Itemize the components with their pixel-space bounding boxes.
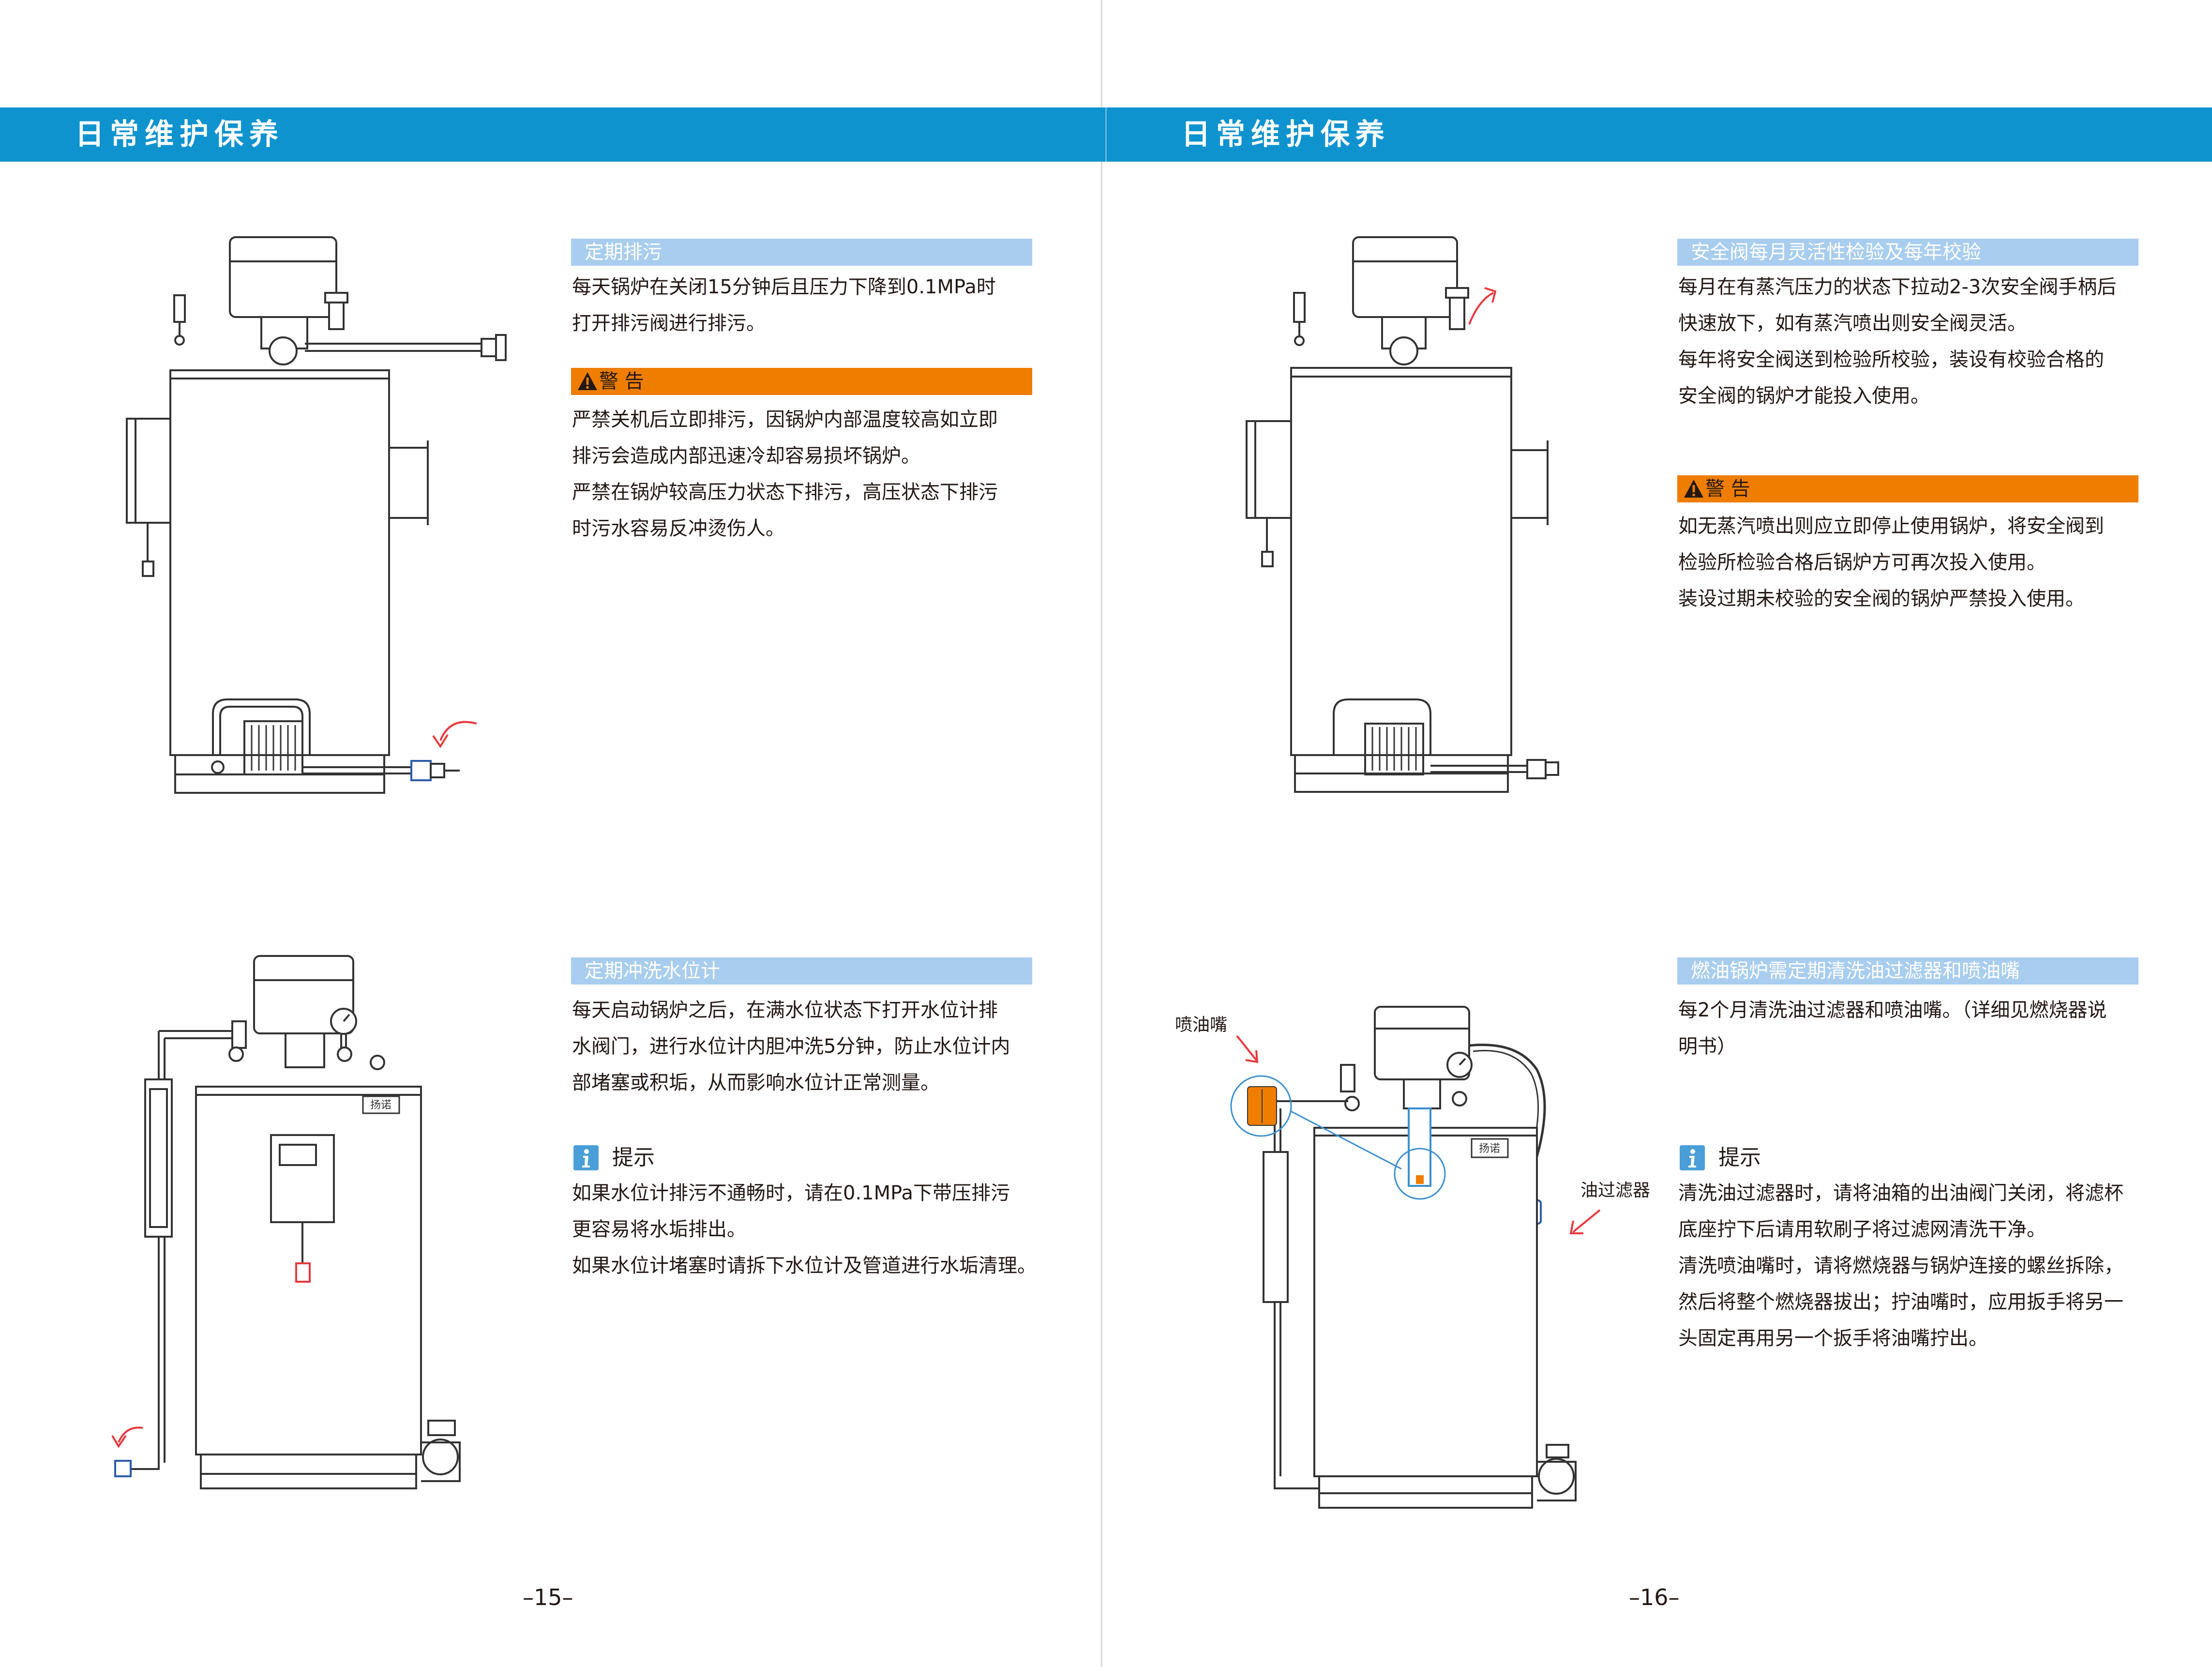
section-body-blowdown: 每天锅炉在关闭15分钟后且压力下降到0.1MPa时 打开排污阀进行排污。 <box>572 269 996 342</box>
text-line: 每天启动锅炉之后，在满水位状态下打开水位计排 <box>572 999 998 1021</box>
callout-nozzle: 喷油嘴 <box>1175 1015 1228 1035</box>
text-line: 打开排污阀进行排污。 <box>572 312 766 334</box>
page-15: 日常维护保养 <box>0 107 1106 1610</box>
tip-body-oil-filter: 清洗油过滤器时，请将油箱的出油阀门关闭，将滤杯 底座拧下后请用软刷子将过滤网清洗… <box>1678 1175 2123 1357</box>
text-line: 严禁在锅炉较高压力状态下排污，高压状态下排污 <box>572 481 998 503</box>
text-line: 安全阀的锅炉才能投入使用。 <box>1678 385 1930 407</box>
warning-body-safety-valve: 如无蒸汽喷出则应立即停止使用锅炉，将安全阀到 检验所检验合格后锅炉方可再次投入使… <box>1678 508 2104 617</box>
section-title-water-gauge: 定期冲洗水位计 <box>571 957 1032 985</box>
text-line: 如无蒸汽喷出则应立即停止使用锅炉，将安全阀到 <box>1678 515 2104 537</box>
text-line: 头固定再用另一个扳手将油嘴拧出。 <box>1678 1327 1988 1349</box>
text-line: 明书） <box>1678 1035 1736 1058</box>
boiler-safety-valve-illustration <box>1246 236 1559 793</box>
section-title-safety-valve: 安全阀每月灵活性检验及每年校验 <box>1677 239 2138 266</box>
info-icon <box>1680 1145 1705 1170</box>
text-line: 然后将整个燃烧器拔出；拧油嘴时，应用扳手将另一 <box>1678 1291 2123 1313</box>
warning-label: 警 告 <box>1705 478 1750 500</box>
tip-body-water-gauge: 如果水位计排污不通畅时，请在0.1MPa下带压排污 更容易将水垢排出。 如果水位… <box>572 1175 1037 1284</box>
text-line: 每天锅炉在关闭15分钟后且压力下降到0.1MPa时 <box>572 276 996 298</box>
text-line: 清洗喷油嘴时，请将燃烧器与锅炉连接的螺丝拆除， <box>1678 1255 2123 1277</box>
text-line: 快速放下，如有蒸汽喷出则安全阀灵活。 <box>1678 312 2027 334</box>
page-title: 日常维护保养 <box>75 118 284 152</box>
header-band <box>1106 107 2212 162</box>
page-number: –16– <box>1629 1584 1680 1610</box>
book-spine <box>1101 0 1102 1667</box>
boiler-oil-filter-illustration: 扬诺 <box>1230 1006 1601 1509</box>
warning-bar: 警 告 <box>571 368 1032 395</box>
text-line: 每年将安全阀送到检验所校验，装设有校验合格的 <box>1678 349 2104 371</box>
header-band <box>0 107 1106 162</box>
tip-label: 提示 <box>612 1145 655 1170</box>
text-line: 部堵塞或积垢，从而影响水位计正常测量。 <box>572 1072 940 1094</box>
text-line: 检验所检验合格后锅炉方可再次投入使用。 <box>1678 551 2046 574</box>
section-body-water-gauge: 每天启动锅炉之后，在满水位状态下打开水位计排 水阀门，进行水位计内胆冲洗5分钟，… <box>572 992 1010 1101</box>
text-line: 底座拧下后请用软刷子将过滤网清洗干净。 <box>1678 1218 2046 1241</box>
text-line: 清洗油过滤器时，请将油箱的出油阀门关闭，将滤杯 <box>1678 1182 2123 1204</box>
warning-body-blowdown: 严禁关机后立即排污，因锅炉内部温度较高如立即 排污会造成内部迅速冷却容易损坏锅炉… <box>572 402 998 547</box>
tip-label: 提示 <box>1718 1145 1761 1170</box>
text-line: 水阀门，进行水位计内胆冲洗5分钟，防止水位计内 <box>572 1035 1010 1058</box>
brand-plate: 扬诺 <box>1479 1143 1500 1155</box>
page-number: –15– <box>523 1584 573 1610</box>
tip-heading: 提示 <box>1680 1143 1873 1172</box>
boiler-water-gauge-illustration: 扬诺 <box>111 955 461 1489</box>
text-line: 排污会造成内部迅速冷却容易损坏锅炉。 <box>572 445 920 467</box>
section-title-oil-filter: 燃油锅炉需定期清洗油过滤器和喷油嘴 <box>1677 957 2138 985</box>
text-line: 更容易将水垢排出。 <box>572 1218 746 1241</box>
text-line: 严禁关机后立即排污，因锅炉内部温度较高如立即 <box>572 409 998 431</box>
text-line: 装设过期未校验的安全阀的锅炉严禁投入使用。 <box>1678 588 2085 610</box>
section-title-blowdown: 定期排污 <box>571 239 1032 266</box>
warning-triangle-icon <box>578 372 597 390</box>
text-line: 如果水位计堵塞时请拆下水位计及管道进行水垢清理。 <box>572 1255 1037 1277</box>
tip-heading: 提示 <box>573 1143 767 1172</box>
warning-triangle-icon <box>1684 480 1703 498</box>
brand-plate: 扬诺 <box>370 1099 391 1111</box>
info-icon <box>573 1145 599 1170</box>
text-line: 如果水位计排污不通畅时，请在0.1MPa下带压排污 <box>572 1182 1010 1204</box>
page-16: 日常维护保养 <box>1106 0 2212 1667</box>
text-line: 每2个月清洗油过滤器和喷油嘴。（详细见燃烧器说 <box>1678 999 2107 1021</box>
warning-label: 警 告 <box>599 370 644 393</box>
callout-oil-filter: 油过滤器 <box>1580 1181 1651 1200</box>
warning-bar: 警 告 <box>1677 475 2138 502</box>
section-body-safety-valve: 每月在有蒸汽压力的状态下拉动2-3次安全阀手柄后 快速放下，如有蒸汽喷出则安全阀… <box>1678 269 2116 414</box>
section-body-oil-filter: 每2个月清洗油过滤器和喷油嘴。（详细见燃烧器说 明书） <box>1678 992 2107 1065</box>
text-line: 时污水容易反冲烫伤人。 <box>572 517 785 540</box>
boiler-blowdown-illustration <box>126 236 507 794</box>
text-line: 每月在有蒸汽压力的状态下拉动2-3次安全阀手柄后 <box>1678 276 2117 298</box>
page-title: 日常维护保养 <box>1181 118 1390 152</box>
